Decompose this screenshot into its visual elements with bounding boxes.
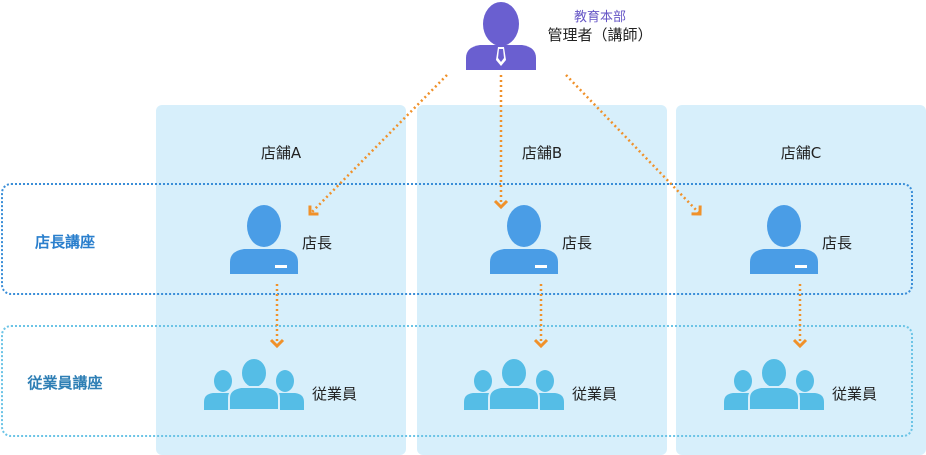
staff-group-icon-c (724, 357, 824, 411)
manager-icon-a (230, 205, 298, 274)
hq-department: 教育本部 (573, 10, 626, 25)
hq-to-manager-arrows (308, 74, 702, 216)
hq-title: 管理者（講師） (547, 26, 653, 44)
arrow-hq-to-store-a (308, 74, 448, 216)
manager-course-band (1, 183, 913, 295)
staff-label-b: 従業員 (572, 385, 618, 403)
staff-group-icon-b (464, 357, 564, 411)
store-name-c: 店舗C (780, 144, 822, 162)
store-name-b: 店舗B (521, 144, 563, 162)
hq-admin-icon (466, 2, 536, 70)
manager-label-c: 店長 (822, 234, 853, 252)
arrow-hq-to-store-c (565, 74, 702, 216)
store-name-a: 店舗A (260, 144, 302, 162)
staff-group-icon-a (204, 357, 304, 411)
manager-icon-c (750, 205, 818, 274)
manager-label-b: 店長 (562, 234, 593, 252)
staff-course-label: 従業員講座 (27, 374, 103, 392)
manager-course-label: 店長講座 (34, 233, 95, 251)
staff-label-a: 従業員 (312, 385, 358, 403)
staff-course-band (1, 325, 913, 437)
manager-to-staff-arrows (269, 284, 808, 349)
staff-label-c: 従業員 (832, 385, 878, 403)
manager-icon-b (490, 205, 558, 274)
manager-label-a: 店長 (302, 234, 333, 252)
